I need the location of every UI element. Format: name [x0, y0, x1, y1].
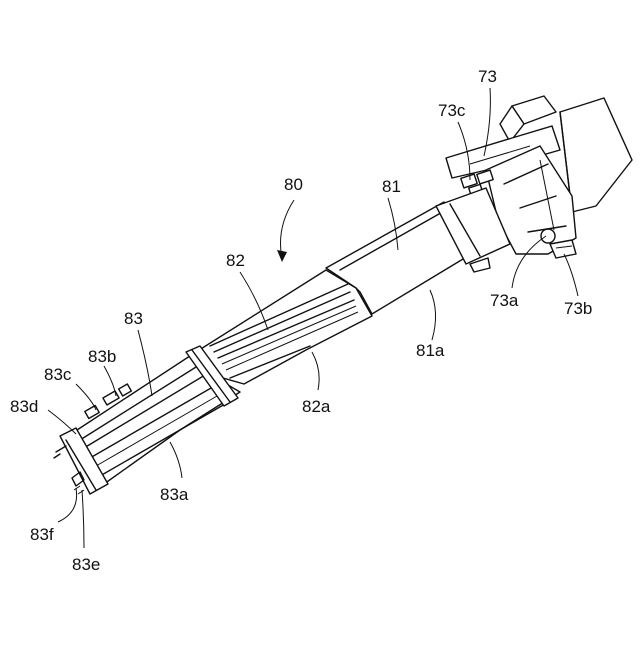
label-83c: 83c — [44, 365, 72, 384]
label-83f: 83f — [30, 525, 54, 544]
label-73a: 73a — [490, 291, 519, 310]
label-83d: 83d — [10, 397, 38, 416]
tube-82-drawing — [196, 270, 372, 384]
label-82: 82 — [226, 251, 245, 270]
label-80: 80 — [284, 175, 303, 194]
label-83e: 83e — [72, 555, 100, 574]
label-73b: 73b — [564, 299, 592, 318]
label-81a: 81a — [416, 341, 445, 360]
label-73c: 73c — [438, 101, 466, 120]
label-73: 73 — [478, 67, 497, 86]
label-81: 81 — [382, 177, 401, 196]
label-83a: 83a — [160, 485, 189, 504]
label-82a: 82a — [302, 397, 331, 416]
label-83: 83 — [124, 309, 143, 328]
label-83b: 83b — [88, 347, 116, 366]
